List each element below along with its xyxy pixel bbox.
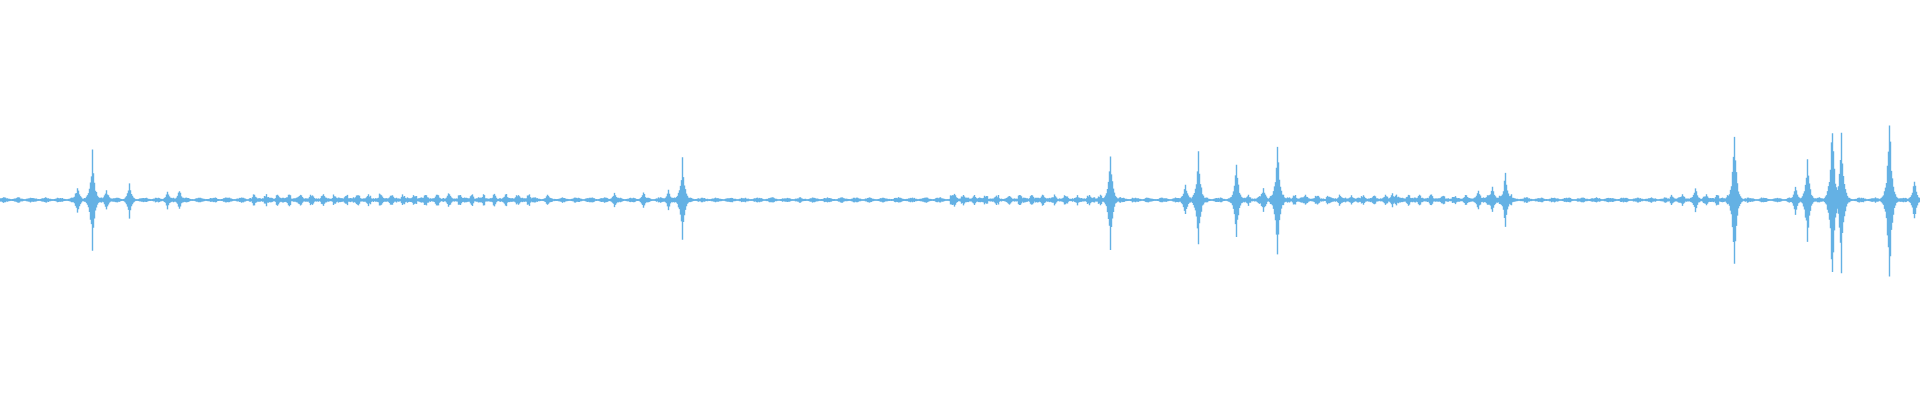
waveform-path: [0, 125, 1920, 277]
waveform-trace: [0, 125, 1920, 277]
